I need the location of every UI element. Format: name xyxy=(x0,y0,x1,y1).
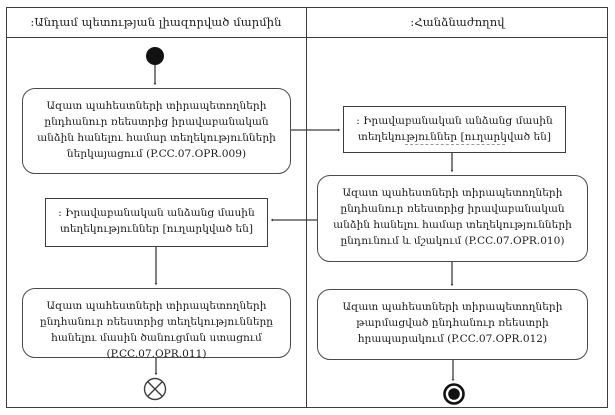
activity-opr012: Ազատ պահեստների տիրապետողների թարմացված … xyxy=(317,289,588,360)
activity-opr009: Ազատ պահեստների տիրապետողների ընդհանուր … xyxy=(22,88,291,174)
object-node-dashed-underline xyxy=(405,144,505,145)
lane-title-member-state: :Անդամ պետության լիազորված մարմին xyxy=(6,7,306,37)
swimlane-divider xyxy=(306,7,307,408)
object-node-label: : Իրավաբանական անձանց մասին տեղեկություն… xyxy=(58,207,255,236)
activity-opr011: Ազատ պահեստների տիրապետողների ընդհանուր … xyxy=(22,288,291,360)
activity-opr010: Ազատ պահեստների տիրապետողների ընդհանուր … xyxy=(317,175,588,262)
lane-title-text: :Հանձնաժողով xyxy=(410,15,505,29)
object-node-label: : Իրավաբանական անձանց մասին տեղեկություն… xyxy=(356,115,553,144)
lane-title-text: :Անդամ պետության լիազորված մարմին xyxy=(30,15,282,29)
activity-label: Ազատ պահեստների տիրապետողների ընդհանուր … xyxy=(333,187,572,248)
object-node-info-sent-commission: : Իրավաբանական անձանց մասին տեղեկություն… xyxy=(343,106,566,153)
lane-header-separator xyxy=(6,37,608,38)
activity-label: Ազատ պահեստների տիրապետողների թարմացված … xyxy=(342,301,563,346)
lane-title-commission: :Հանձնաժողով xyxy=(307,7,608,37)
activity-label: Ազատ պահեստների տիրապետողների ընդհանուր … xyxy=(37,100,276,161)
activity-label: Ազատ պահեստների տիրապետողների ընդհանուր … xyxy=(39,300,274,361)
object-node-info-sent-member: : Իրավաբանական անձանց մասին տեղեկություն… xyxy=(45,198,268,247)
